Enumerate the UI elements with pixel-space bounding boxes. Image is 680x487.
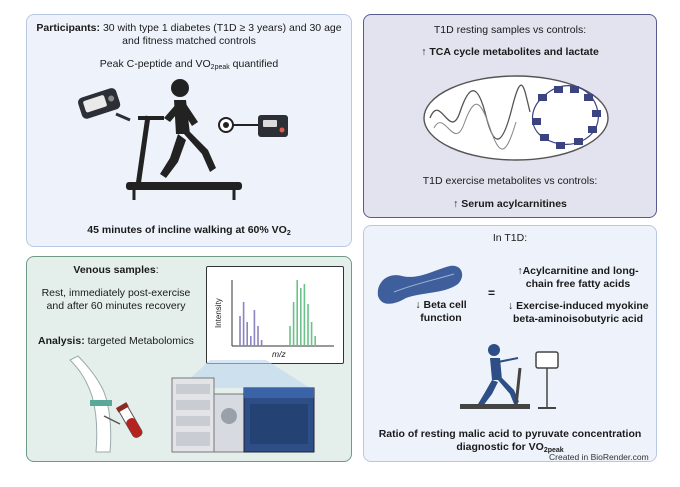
acylcarnitine-text: ↑Acylcarnitine and long-chain free fatty… <box>517 265 639 290</box>
participants-text: Participants: 30 with type 1 diabetes (T… <box>36 22 342 47</box>
spectrum-inset <box>206 266 344 364</box>
glucometer-icon <box>78 88 131 122</box>
ratio-text: Ratio of resting malic acid to pyruvate … <box>378 428 642 454</box>
treadmill-test-icon <box>460 344 559 409</box>
equals-sign: = <box>488 286 496 300</box>
exercise-metabolites-title: T1D exercise metabolites vs controls: <box>422 175 598 187</box>
mass-spectrum-plot <box>231 280 334 347</box>
spectrum-ylabel: Intensity <box>214 298 223 328</box>
t1d-title: In T1D: <box>492 232 528 244</box>
blood-tube-icon <box>115 402 143 438</box>
arm-blood-draw-icon <box>69 355 121 453</box>
biorender-credit: Created in BioRender.com <box>549 452 649 462</box>
mitochondrion-icon <box>423 75 609 161</box>
venous-samples-label: Venous samples: <box>73 264 159 276</box>
mass-spectrometer-icon <box>171 360 315 453</box>
exercise-metabolites-finding: ↑ Serum acylcarnitines <box>453 198 567 210</box>
spectrum-xlabel: m/z <box>272 349 286 359</box>
exercise-protocol-text: 45 minutes of incline walking at 60% VO2 <box>87 224 291 237</box>
treadmill-runner-icon <box>126 79 242 200</box>
analyzer-icon <box>218 115 288 137</box>
resting-finding: ↑ TCA cycle metabolites and lactate <box>421 46 599 58</box>
t1d-findings-panel <box>363 225 657 462</box>
pancreas-icon <box>377 265 463 304</box>
cpeptide-text: Peak C-peptide and VO2peak quantified <box>99 58 279 71</box>
resting-title: T1D resting samples vs controls: <box>433 24 587 36</box>
analysis-text: Analysis: targeted Metabolomics <box>38 335 194 347</box>
